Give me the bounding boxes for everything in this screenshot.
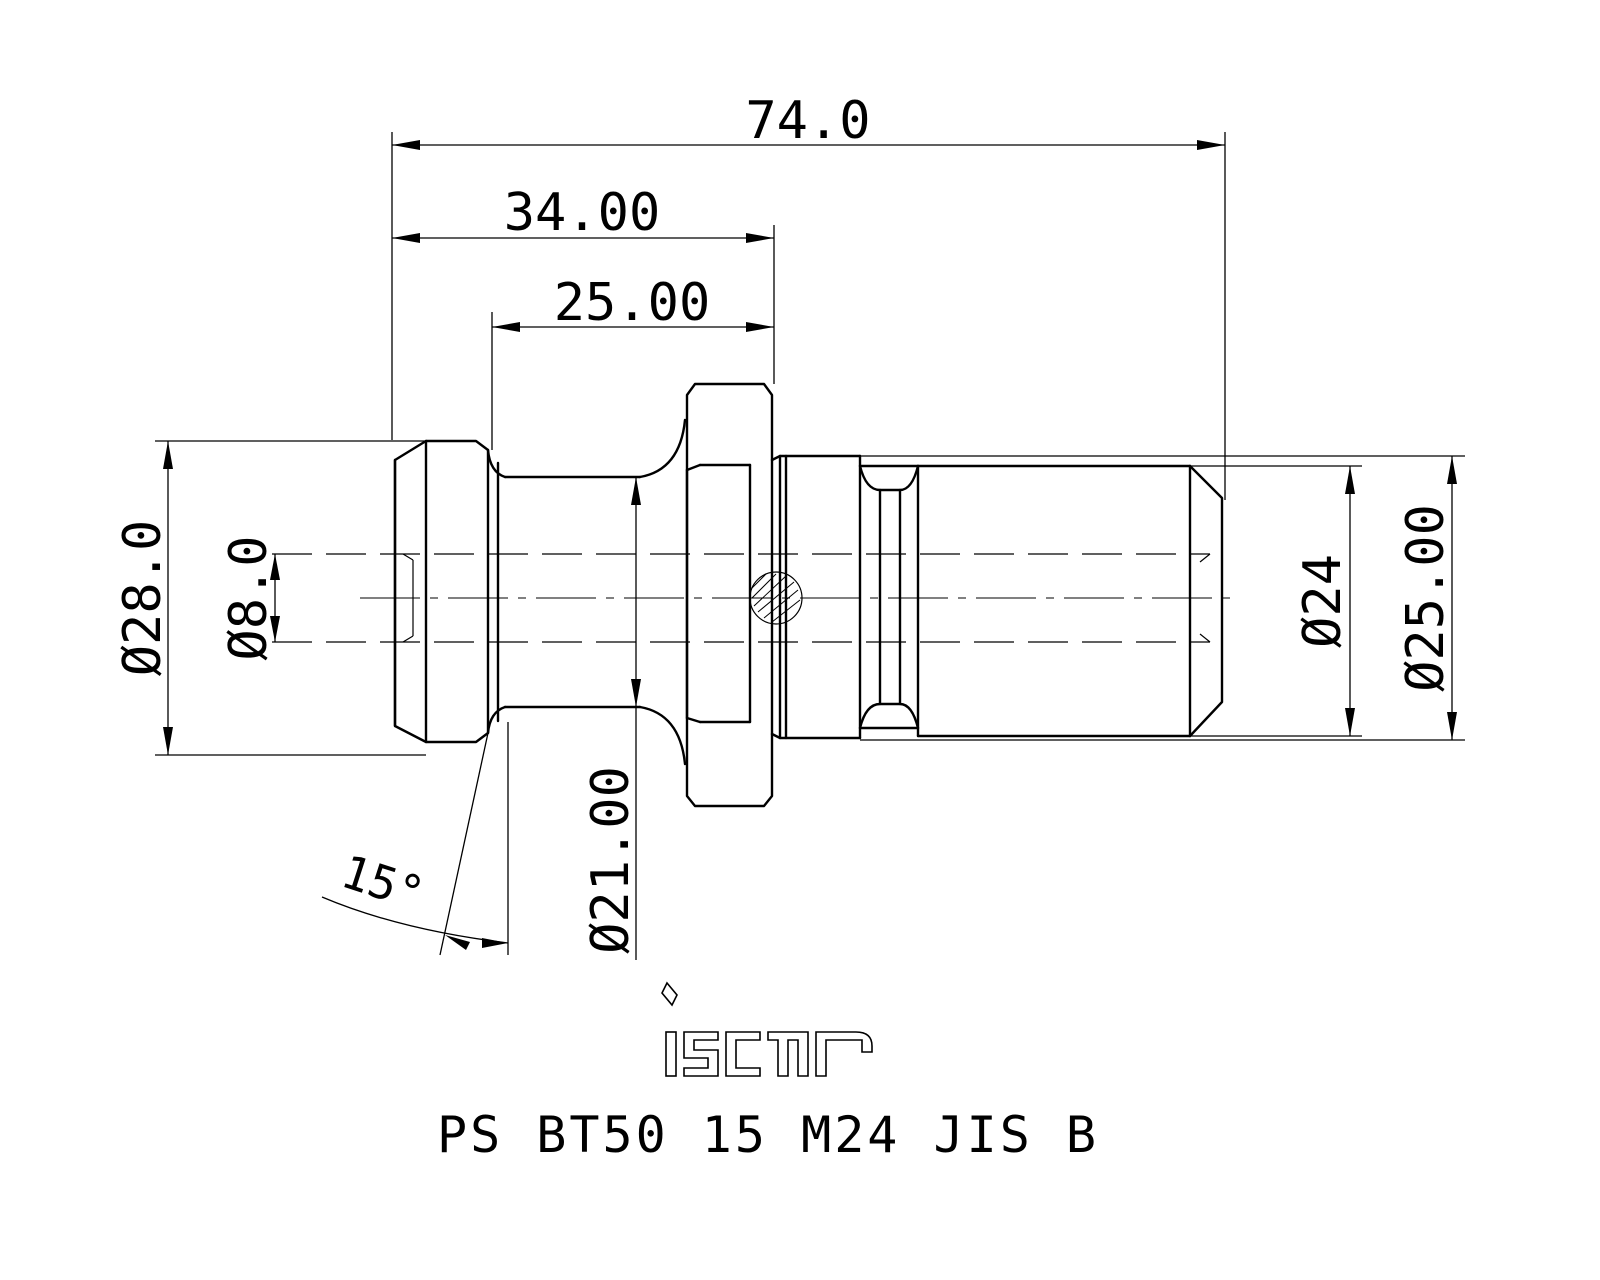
dim-text-34: 34.00: [504, 183, 661, 243]
iscar-logo: iscar: [661, 981, 873, 1077]
part-name: PS BT50 15 M24 JIS B: [437, 1106, 1099, 1164]
dim-text-28: Ø28.0: [113, 520, 173, 677]
dim-length-34: 34.00: [392, 183, 775, 384]
dim-angle-15: 15°: [321, 722, 509, 956]
dim-dia-21: Ø21.00: [581, 477, 641, 960]
dim-length-25: 25.00: [491, 273, 774, 450]
part-outline: [393, 382, 1224, 808]
dim-text-8: Ø8.0: [219, 535, 279, 660]
dim-text-25: 25.00: [554, 273, 711, 333]
dim-text-74: 74.0: [745, 91, 870, 151]
cross-hole: [749, 571, 803, 625]
dim-dia-28: Ø28.0: [113, 440, 426, 756]
dim-text-21: Ø21.00: [581, 766, 641, 954]
hidden-lines: [272, 553, 1240, 643]
dim-overall-length: 74.0: [391, 91, 1226, 500]
dim-dia-25: Ø25.00: [860, 455, 1465, 741]
dim-text-24: Ø24: [1293, 554, 1353, 648]
dim-text-angle: 15°: [335, 844, 431, 921]
dim-dia-24: Ø24: [1190, 465, 1362, 737]
dim-dia-8: Ø8.0: [219, 535, 280, 661]
dim-text-25-dia: Ø25.00: [1396, 504, 1456, 692]
